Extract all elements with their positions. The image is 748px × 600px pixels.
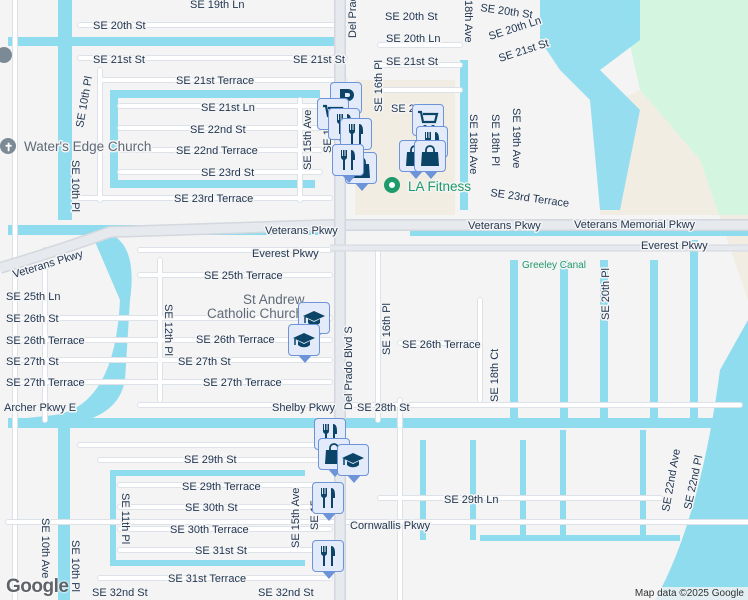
poi-label: Water's Edge Church	[24, 139, 151, 154]
street-label: SE 21st St	[293, 54, 345, 66]
street-label: SE 21st Ln	[201, 102, 255, 114]
poi-label: St Andrew	[243, 292, 305, 307]
street-label: SE 26th Terrace	[402, 339, 481, 351]
street-label: Archer Pkwy E	[4, 402, 76, 414]
restaurant-icon	[316, 486, 340, 510]
street-label: SE 27th St	[178, 356, 231, 368]
street-label: SE 29th Ln	[444, 494, 498, 506]
street-label: SE 20th St	[93, 20, 146, 32]
street-label: SE 26th Terrace	[196, 334, 275, 346]
street-label: SE 26th St	[6, 313, 59, 325]
street-label: SE 31st Terrace	[168, 573, 246, 585]
street-label: Veterans Pkwy	[468, 220, 541, 232]
street-label: Everest Pkwy	[252, 248, 319, 260]
street-label: Del Prado Blvd S	[343, 326, 355, 410]
street-label: SE 26th Terrace	[6, 335, 85, 347]
street-label: Cornwallis Pkwy	[350, 520, 431, 532]
street-label: SE 20th Ln	[386, 33, 440, 45]
street-label: SE 19th Ave	[510, 108, 522, 168]
street-label: SE 30th St	[185, 502, 238, 514]
street-label: Shelby Pkwy	[272, 402, 335, 414]
map-marker-school[interactable]	[288, 324, 320, 363]
poi-label: LA Fitness	[408, 179, 471, 194]
street-label: SE 18th Pl	[489, 114, 501, 166]
street-label: Everest Pkwy	[641, 240, 708, 252]
street-label: SE 29th St	[184, 454, 237, 466]
restaurant-icon	[344, 122, 368, 146]
street-label: SE 10th Pl	[69, 540, 81, 592]
street-label: SE 16th Pl	[381, 303, 393, 355]
street-label: 18th Ave	[462, 0, 474, 43]
street-label: SE 22nd Terrace	[176, 145, 258, 157]
map-marker-restaurant[interactable]	[312, 540, 344, 579]
street-label: Veterans Pkwy	[265, 225, 338, 237]
street-label: SE 31st St	[195, 545, 247, 557]
street-label: SE 16th Pl	[373, 60, 385, 112]
school-icon	[341, 448, 365, 472]
street-label: SE 21st St	[386, 56, 438, 68]
street-label: SE 21st Terrace	[176, 75, 254, 87]
canal-label: Greeley Canal	[522, 260, 586, 271]
google-logo: Google	[6, 576, 69, 597]
street-label: SE 32nd St	[258, 587, 314, 599]
street-label: SE 15th Ave	[302, 110, 314, 170]
school-icon	[302, 306, 326, 330]
poi-pin-icon[interactable]	[0, 47, 12, 63]
poi-waters-edge-church[interactable]: ✝ Water's Edge Church	[0, 138, 153, 156]
street-label: SE 15th Ave	[290, 488, 302, 548]
poi-label: Catholic Church	[207, 306, 303, 321]
map-marker-shopping-bag[interactable]	[414, 140, 446, 179]
school-icon	[292, 328, 316, 352]
map-marker-restaurant[interactable]	[312, 482, 344, 521]
street-label: SE 30th Terrace	[170, 524, 249, 536]
park-area	[620, 0, 748, 300]
street-label: Del Prado	[347, 0, 359, 38]
street-label: SE 22nd St	[190, 124, 246, 136]
restaurant-icon	[336, 148, 360, 172]
commercial-area	[600, 90, 748, 300]
street-label: SE 11th Pl	[119, 493, 131, 544]
street-label: SE 18th Ct	[489, 349, 501, 402]
map-marker-restaurant[interactable]	[332, 144, 364, 183]
poi-la-fitness[interactable]: LA Fitness	[384, 177, 473, 196]
street-label: SE 27th Terrace	[203, 377, 282, 389]
street-label: SE 10th Pl	[69, 160, 81, 212]
street-label: SE 25th Terrace	[204, 270, 283, 282]
street-label: Veterans Memorial Pkwy	[574, 219, 696, 231]
street-label: SE 23rd St	[201, 167, 254, 179]
street-label: SE 19th Ln	[190, 0, 244, 11]
street-label: SE 20th Pl	[600, 268, 612, 320]
street-label: SE 27th Terrace	[6, 377, 85, 389]
svg-text:✝: ✝	[4, 142, 13, 154]
street-label: SE 28th St	[357, 402, 410, 414]
streets	[5, 0, 748, 600]
street-label: SE 21st St	[93, 54, 145, 66]
street-label: SE 32nd St	[92, 587, 148, 599]
street-label: SE 12th Pl	[162, 304, 174, 356]
shopping-bag-icon	[418, 144, 442, 168]
restaurant-icon	[316, 544, 340, 568]
street-label: SE 27th St	[6, 356, 59, 368]
street-label: SE 10th Ave	[39, 518, 51, 578]
street-label: SE 29th Terrace	[182, 481, 261, 493]
street-label: SE 18th Ave	[467, 114, 479, 174]
street-label: SE 23rd Terrace	[174, 193, 253, 205]
map-marker-school[interactable]	[337, 444, 369, 483]
map-attribution[interactable]: Map data ©2025 Google	[630, 587, 748, 600]
street-label: SE 25th Ln	[6, 291, 60, 303]
street-label: SE 20th St	[385, 11, 438, 23]
